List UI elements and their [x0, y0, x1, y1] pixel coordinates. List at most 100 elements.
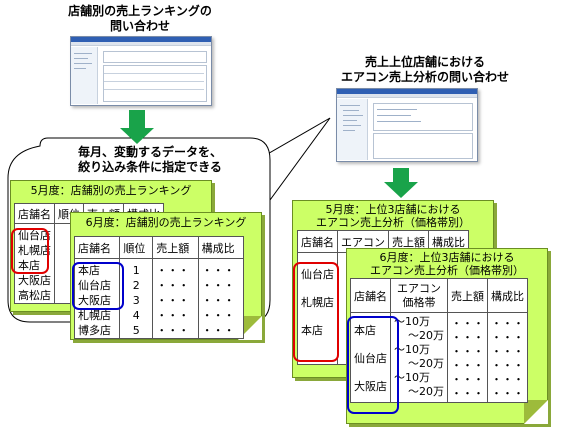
header-sales: 売上額	[152, 236, 199, 259]
sidebar-line	[74, 53, 92, 54]
down-arrow-right	[384, 168, 418, 198]
window-menubar	[71, 42, 211, 46]
header-store: 店舗名	[297, 230, 338, 253]
condition-line	[377, 109, 417, 110]
condition-line	[377, 121, 421, 122]
bubble-text-line2: 絞り込み条件に指定できる	[78, 160, 222, 174]
right-caption-line1: 売上上位店舗における	[364, 55, 485, 69]
sidebar-line	[74, 63, 92, 64]
header-aircon: エアコン	[397, 281, 441, 295]
ratio-value: ・・・	[491, 387, 524, 400]
sales-value: ・・・	[156, 294, 190, 307]
bubble-text-line1: 毎月、変動するデータを、	[77, 145, 222, 159]
grid-line	[104, 73, 204, 74]
sales-value: ・・・	[451, 387, 484, 400]
down-arrow-left	[120, 110, 154, 144]
sidebar-line	[340, 105, 360, 106]
sales-value: ・・・	[156, 309, 190, 322]
june-top3-highlight-blue	[72, 262, 124, 310]
sales-value: ・・・	[156, 264, 190, 277]
store-name: 札幌店	[78, 309, 111, 322]
june-aircon-band-cell: ～10万 ～20万 ～10万 ～20万 ～10万 ～20万	[390, 312, 448, 403]
store-name: 仙台店	[78, 279, 111, 292]
sales-value: ・・・	[156, 279, 190, 292]
sidebar-line	[343, 130, 355, 131]
store-name: 仙台店	[354, 352, 387, 365]
right-caption-line2: エアコン売上分析の問い合わせ	[340, 70, 509, 84]
left-caption: 店舗別の売上ランキングの 問い合わせ	[60, 4, 220, 34]
sales-value: ・・・	[451, 359, 484, 372]
june-ranking-table: 店舗名 順位 売上額 構成比 本店 仙台店 大阪店 札幌店 博多店 1 2 3 …	[73, 236, 245, 339]
store-name: 本店	[354, 324, 376, 337]
sidebar-line	[343, 110, 359, 111]
june-aircon-title-line1: 6月度：上位3店舗における	[379, 251, 515, 264]
ratio-value: ・・・	[491, 373, 524, 386]
store-name: 札幌店	[301, 296, 334, 309]
ratio-value: ・・・	[201, 324, 235, 337]
header-store: 店舗名	[73, 236, 121, 259]
condition-line	[377, 115, 411, 116]
sales-value: ・・・	[451, 345, 484, 358]
note-fold	[524, 400, 548, 424]
rank-value: 5	[132, 324, 140, 337]
header-sales: 売上額	[447, 278, 488, 313]
sidebar-line	[343, 120, 357, 121]
left-caption-line1: 店舗別の売上ランキングの	[68, 4, 212, 18]
ratio-value: ・・・	[491, 331, 524, 344]
ratio-value: ・・・	[201, 309, 235, 322]
arrow-head	[120, 128, 154, 144]
june-aircon-title-line2: エアコン売上分析（価格帯別）	[370, 264, 524, 277]
sales-value: ・・・	[451, 331, 484, 344]
june-ranking-title: 6月度：店舗別の売上ランキング	[85, 216, 247, 229]
ratio-value: ・・・	[201, 279, 235, 292]
right-caption: 売上上位店舗における エアコン売上分析の問い合わせ	[325, 55, 525, 85]
store-name: 本店	[301, 324, 323, 337]
rank-value: 3	[132, 294, 140, 307]
may-top3-highlight-red	[11, 228, 49, 274]
store-name: 大阪店	[78, 294, 111, 307]
sales-value: ・・・	[451, 317, 484, 330]
store-name: 博多店	[78, 324, 111, 337]
may-aircon-highlight-red	[293, 262, 339, 362]
store-name: 仙台店	[301, 268, 334, 281]
ratio-value: ・・・	[201, 294, 235, 307]
sidebar-line	[74, 58, 88, 59]
header-store: 店舗名	[350, 278, 391, 313]
june-sales-cell: ・・・ ・・・ ・・・ ・・・ ・・・	[152, 258, 199, 339]
aircon-query-screenshot	[336, 88, 478, 162]
rank-value: 2	[132, 279, 140, 292]
bubble-text: 毎月、変動するデータを、 絞り込み条件に指定できる	[60, 145, 240, 175]
sidebar-line	[74, 68, 86, 69]
rank-value: 1	[132, 264, 140, 277]
ratio-value: ・・・	[201, 264, 235, 277]
may-aircon-title-line1: 5月度：上位3店舗における	[325, 203, 461, 216]
result-panel	[373, 133, 473, 159]
store-name: 高松店	[18, 289, 51, 302]
header-rank: 順位	[119, 236, 154, 259]
header-ratio: 構成比	[487, 278, 528, 313]
price-band: ～20万	[408, 385, 444, 398]
arrow-shaft	[129, 110, 145, 128]
header-aircon-band: エアコン 価格帯	[390, 278, 448, 313]
header-band: 価格帯	[402, 295, 436, 309]
header-store: 店舗名	[14, 203, 55, 224]
may-aircon-title-line2: エアコン売上分析（価格帯別）	[316, 216, 470, 229]
window-titlebar	[71, 37, 211, 42]
rank-value: 4	[132, 309, 140, 322]
price-band: ～10万	[394, 343, 430, 356]
sales-value: ・・・	[156, 324, 190, 337]
query-toolbar	[103, 51, 207, 63]
grid-line	[104, 89, 204, 90]
june-aircon-table: 店舗名 エアコン 価格帯 売上額 構成比 本店 仙台店 大阪店 ～10万 ～20…	[350, 278, 528, 403]
price-band: ～20万	[408, 329, 444, 342]
ranking-query-screenshot	[70, 36, 212, 106]
left-caption-line2: 問い合わせ	[109, 19, 170, 33]
header-ratio: 構成比	[197, 236, 245, 259]
ratio-value: ・・・	[491, 345, 524, 358]
arrow-head	[384, 182, 418, 198]
price-band: ～20万	[408, 357, 444, 370]
store-name: 大阪店	[354, 380, 387, 393]
window-sidebar	[71, 47, 98, 104]
window-sidebar	[337, 99, 368, 160]
query-grid	[103, 65, 207, 102]
